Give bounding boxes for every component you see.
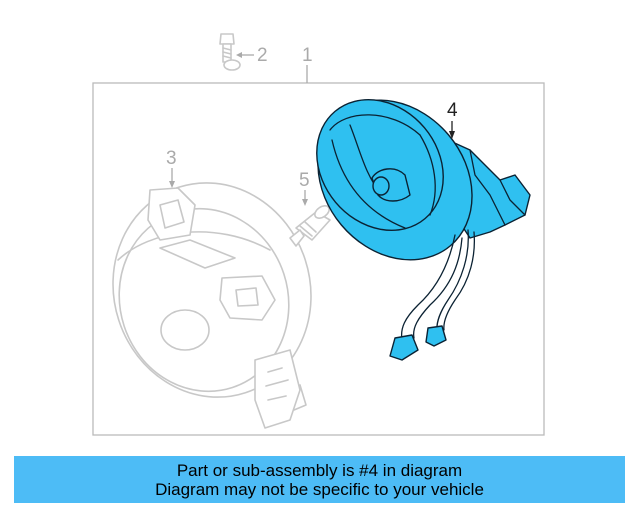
callout-4-arrow — [449, 131, 455, 139]
callout-2-arrow — [236, 52, 242, 58]
bolt-part — [219, 33, 241, 71]
callout-3-label: 3 — [166, 148, 177, 169]
callout-5-label: 5 — [299, 170, 310, 191]
callout-2-label: 2 — [257, 45, 268, 66]
housing-part — [112, 182, 312, 429]
callout-4-label: 4 — [447, 100, 458, 121]
highlighted-part — [316, 98, 531, 361]
info-banner: Part or sub-assembly is #4 in diagram Di… — [14, 456, 625, 503]
callout-3-arrow — [169, 181, 175, 188]
banner-line-1: Part or sub-assembly is #4 in diagram — [176, 460, 463, 480]
bulb-part — [289, 205, 331, 247]
assembly-frame — [92, 82, 545, 436]
callout-5-arrow — [302, 199, 308, 206]
callout-1-label: 1 — [302, 45, 313, 66]
parts-diagram: 1 2 3 5 — [92, 33, 545, 436]
banner-line-2: Diagram may not be specific to your vehi… — [155, 479, 484, 499]
